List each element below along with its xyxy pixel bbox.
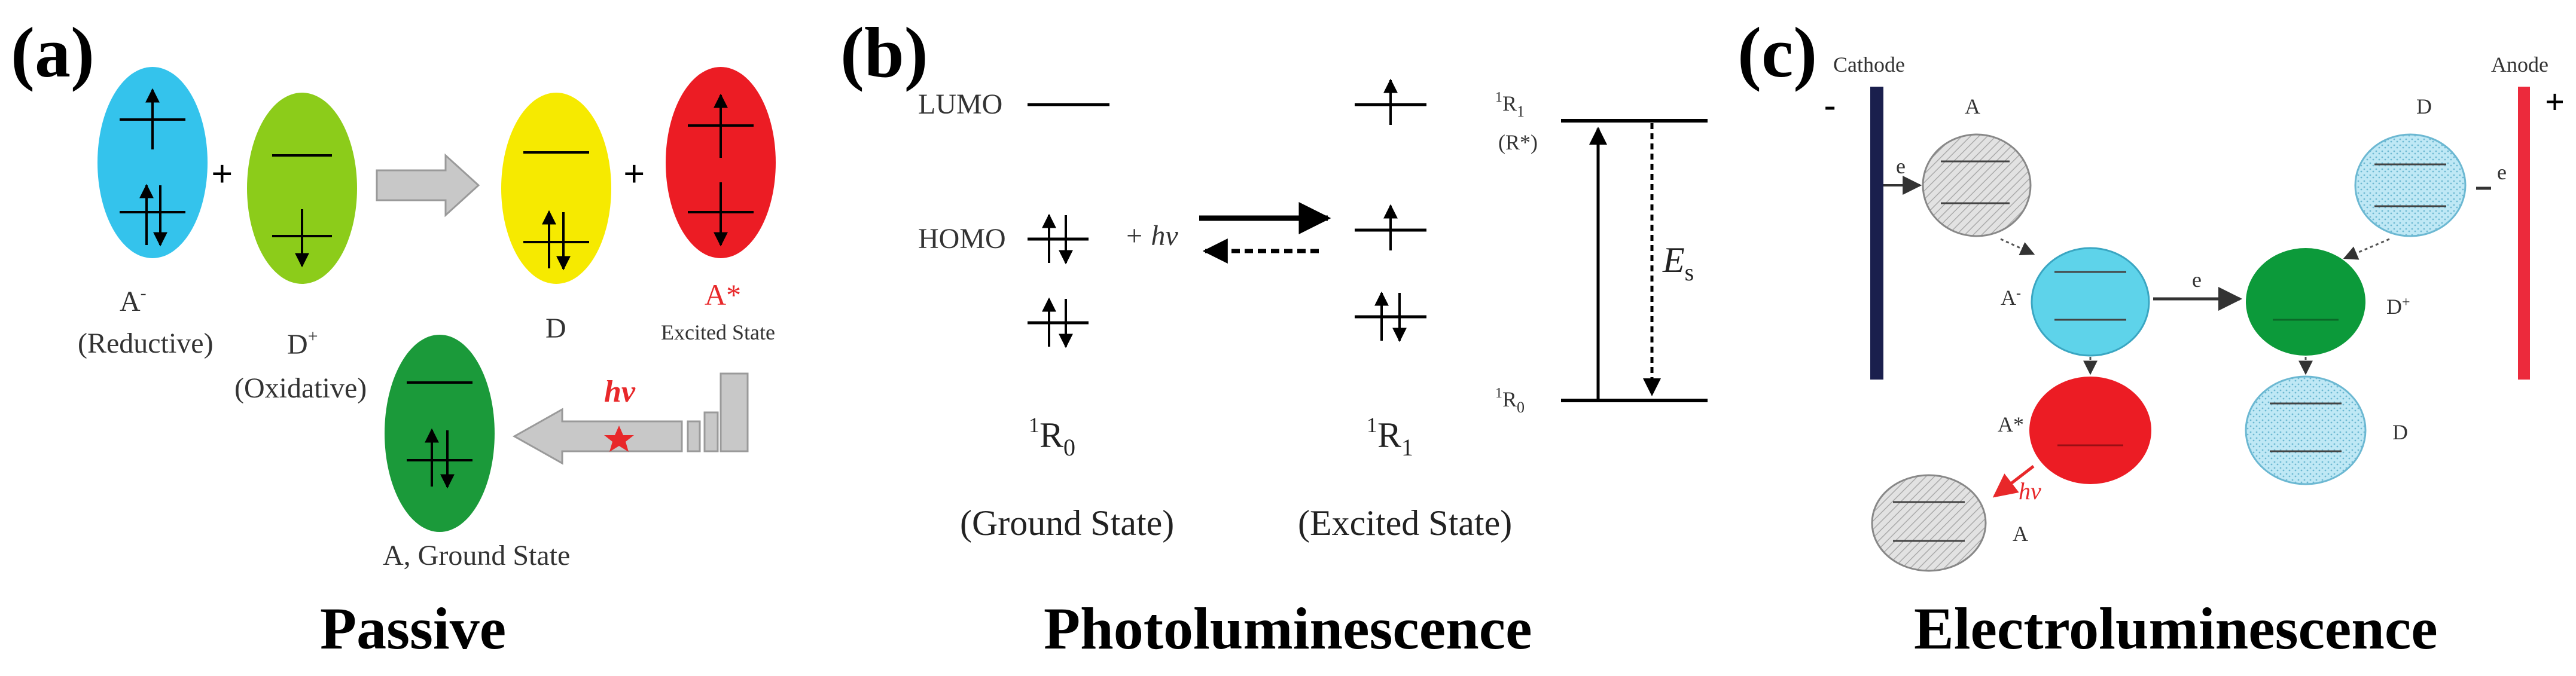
plus-sign-2: + bbox=[623, 152, 645, 195]
panel-a-letter: (a) bbox=[11, 13, 94, 92]
label-plus: + bbox=[2545, 82, 2565, 121]
caption-photoluminescence: Photoluminescence bbox=[1044, 595, 1532, 662]
label-anode: Anode bbox=[2491, 53, 2548, 77]
label-a-minus: A- bbox=[120, 283, 147, 317]
label-oxidative: (Oxidative) bbox=[234, 372, 367, 404]
panel-b: (b) LUMO HOMO + hν 1R0 1R1 (Ground State… bbox=[840, 13, 1708, 662]
label-e-right: e bbox=[2497, 160, 2507, 184]
anode-bar bbox=[2518, 87, 2530, 380]
panel-c-letter: (c) bbox=[1737, 13, 1817, 92]
reaction-arrow-icon bbox=[376, 153, 480, 218]
label-a-star: A* bbox=[705, 278, 741, 311]
label-lumo: LUMO bbox=[918, 88, 1002, 120]
ellipse-d-plus bbox=[247, 93, 357, 284]
circle-a-bottom bbox=[1871, 474, 1987, 572]
ellipse-ground-state bbox=[385, 335, 495, 532]
label-d-top: D bbox=[2416, 94, 2432, 118]
label-level-bottom: 1R0 bbox=[1495, 386, 1525, 416]
label-d-bottom: D bbox=[2392, 420, 2408, 444]
label-a-bottom: A bbox=[2013, 522, 2028, 546]
label-d: D bbox=[545, 313, 566, 344]
panel-b-letter: (b) bbox=[840, 13, 928, 92]
label-a-star-c: A* bbox=[1998, 412, 2024, 436]
ellipse-a-star bbox=[666, 67, 776, 258]
circle-d-plus bbox=[2246, 248, 2365, 356]
ellipse-a-minus bbox=[97, 67, 208, 258]
label-a-top: A bbox=[1965, 94, 1980, 118]
label-hv-c: hν bbox=[2019, 478, 2041, 504]
label-level-top-alt: (R*) bbox=[1498, 130, 1538, 154]
label-hv-b: + hν bbox=[1124, 220, 1178, 252]
label-excited-state: Excited State bbox=[661, 320, 775, 344]
plus-sign-1: + bbox=[211, 152, 233, 195]
label-level-top: 1R1 bbox=[1495, 90, 1525, 120]
label-reductive: (Reductive) bbox=[78, 328, 214, 359]
label-ground-state: A, Ground State bbox=[383, 540, 570, 571]
label-r1: 1R1 bbox=[1367, 413, 1413, 461]
circle-d-top bbox=[2354, 133, 2467, 237]
circle-a-minus bbox=[2031, 247, 2150, 357]
label-e-mid: e bbox=[2192, 268, 2202, 292]
label-d-plus-c: D+ bbox=[2386, 295, 2410, 319]
label-d-plus: D+ bbox=[287, 326, 318, 360]
label-es: Es bbox=[1662, 240, 1694, 286]
emission-arrow-c bbox=[1992, 465, 2035, 498]
label-r0: 1R0 bbox=[1029, 413, 1075, 461]
circle-a-top bbox=[1922, 133, 2032, 237]
emission-arrow-icon bbox=[512, 372, 749, 465]
circle-d-bottom bbox=[2245, 375, 2367, 485]
label-hv-a: hν bbox=[604, 375, 636, 409]
caption-electroluminescence: Electroluminescence bbox=[1914, 595, 2438, 662]
panel-c: (c) Cathode - Anode + A e D e bbox=[1737, 13, 2565, 662]
panel-a: (a) + + bbox=[11, 13, 776, 662]
label-ground-state-b: (Ground State) bbox=[960, 503, 1174, 543]
label-cathode: Cathode bbox=[1833, 53, 1905, 77]
caption-passive: Passive bbox=[320, 595, 506, 662]
label-e-left: e bbox=[1896, 154, 1906, 178]
cathode-bar bbox=[1870, 87, 1883, 380]
ellipse-d bbox=[501, 93, 611, 284]
label-excited-state-b: (Excited State) bbox=[1298, 503, 1512, 543]
circle-a-star bbox=[2029, 377, 2151, 484]
label-homo: HOMO bbox=[918, 223, 1006, 255]
star-icon bbox=[604, 426, 634, 452]
label-minus: - bbox=[1824, 85, 1836, 124]
label-a-minus-c: A- bbox=[2001, 286, 2021, 310]
